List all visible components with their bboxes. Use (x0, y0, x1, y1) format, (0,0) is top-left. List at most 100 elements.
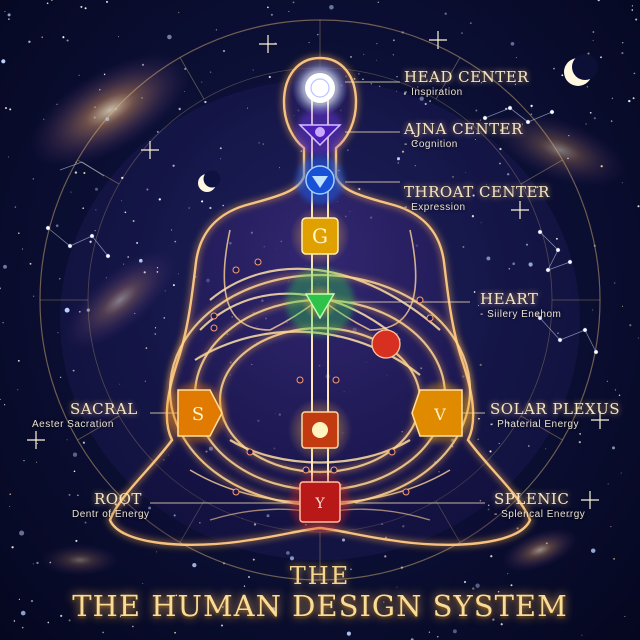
star (289, 556, 295, 561)
star (93, 116, 96, 119)
star (530, 113, 532, 115)
star (117, 36, 120, 38)
star (557, 332, 559, 334)
sparkle-star (27, 431, 45, 449)
heart-title: HEART (480, 290, 539, 308)
star (209, 71, 212, 73)
star (142, 583, 144, 584)
sacral-node (288, 398, 352, 462)
heart-center (286, 268, 354, 336)
star (70, 191, 72, 193)
star (346, 631, 351, 636)
star (172, 284, 175, 287)
star (134, 312, 136, 314)
star (119, 383, 121, 385)
star (30, 599, 34, 603)
star (403, 92, 407, 95)
star (252, 558, 255, 561)
star (477, 438, 480, 441)
star (154, 333, 157, 335)
left-center-square (166, 383, 226, 443)
star (396, 157, 401, 161)
star (132, 625, 134, 628)
star (156, 130, 159, 133)
star (545, 542, 548, 545)
gate-dot (416, 296, 424, 304)
star (510, 41, 515, 46)
star (400, 566, 404, 569)
star (156, 267, 159, 269)
star (479, 363, 482, 367)
star (586, 85, 589, 88)
solar-plexus-subtitle: - Phaterial Energy (490, 419, 580, 430)
star (86, 308, 90, 312)
star (473, 291, 476, 293)
star (220, 624, 224, 627)
star (401, 150, 405, 153)
gate-dot (210, 312, 218, 320)
star (479, 119, 481, 121)
star (36, 561, 39, 565)
star (429, 100, 431, 102)
star (121, 176, 124, 180)
star (56, 103, 58, 105)
star (127, 256, 130, 258)
star (167, 600, 169, 602)
star (620, 472, 622, 474)
star (484, 603, 487, 606)
star (414, 165, 416, 167)
star (635, 18, 638, 21)
star (500, 623, 503, 626)
star (188, 207, 191, 209)
sparkle-star (259, 35, 277, 53)
star (178, 273, 179, 275)
star (243, 585, 246, 587)
star (267, 6, 269, 9)
star (490, 315, 492, 317)
head-center (292, 60, 348, 116)
star (36, 443, 38, 445)
star (43, 118, 45, 120)
star (94, 230, 96, 232)
star (397, 162, 400, 164)
star (8, 156, 10, 158)
star (288, 10, 290, 13)
throat-center-subtitle: - Expression (404, 202, 466, 213)
star (525, 243, 529, 246)
star (396, 90, 397, 92)
star (2, 322, 4, 324)
label-sacral: SACRAL Aester Sacration (26, 400, 138, 430)
star (73, 470, 76, 473)
sparkle-star (429, 31, 447, 49)
star (622, 305, 623, 307)
ajna-center-title: AJNA CENTER (404, 120, 523, 138)
star (252, 69, 254, 71)
star (66, 439, 68, 441)
star (509, 594, 513, 598)
star (567, 157, 569, 160)
star (631, 5, 634, 7)
star (77, 494, 79, 497)
star (82, 441, 85, 444)
star (219, 158, 222, 160)
star (593, 117, 596, 120)
gate-dot (296, 376, 304, 384)
star (465, 171, 467, 173)
star (631, 9, 634, 11)
star (174, 240, 177, 243)
star (49, 561, 52, 564)
star (528, 262, 533, 267)
star (21, 248, 24, 250)
star (158, 198, 161, 201)
star (499, 129, 503, 132)
star (452, 176, 454, 178)
star (268, 75, 271, 79)
star (358, 73, 360, 75)
star (628, 99, 631, 103)
star (401, 31, 404, 34)
star (222, 204, 224, 207)
star (221, 605, 224, 609)
star (262, 143, 264, 145)
star (105, 277, 107, 279)
